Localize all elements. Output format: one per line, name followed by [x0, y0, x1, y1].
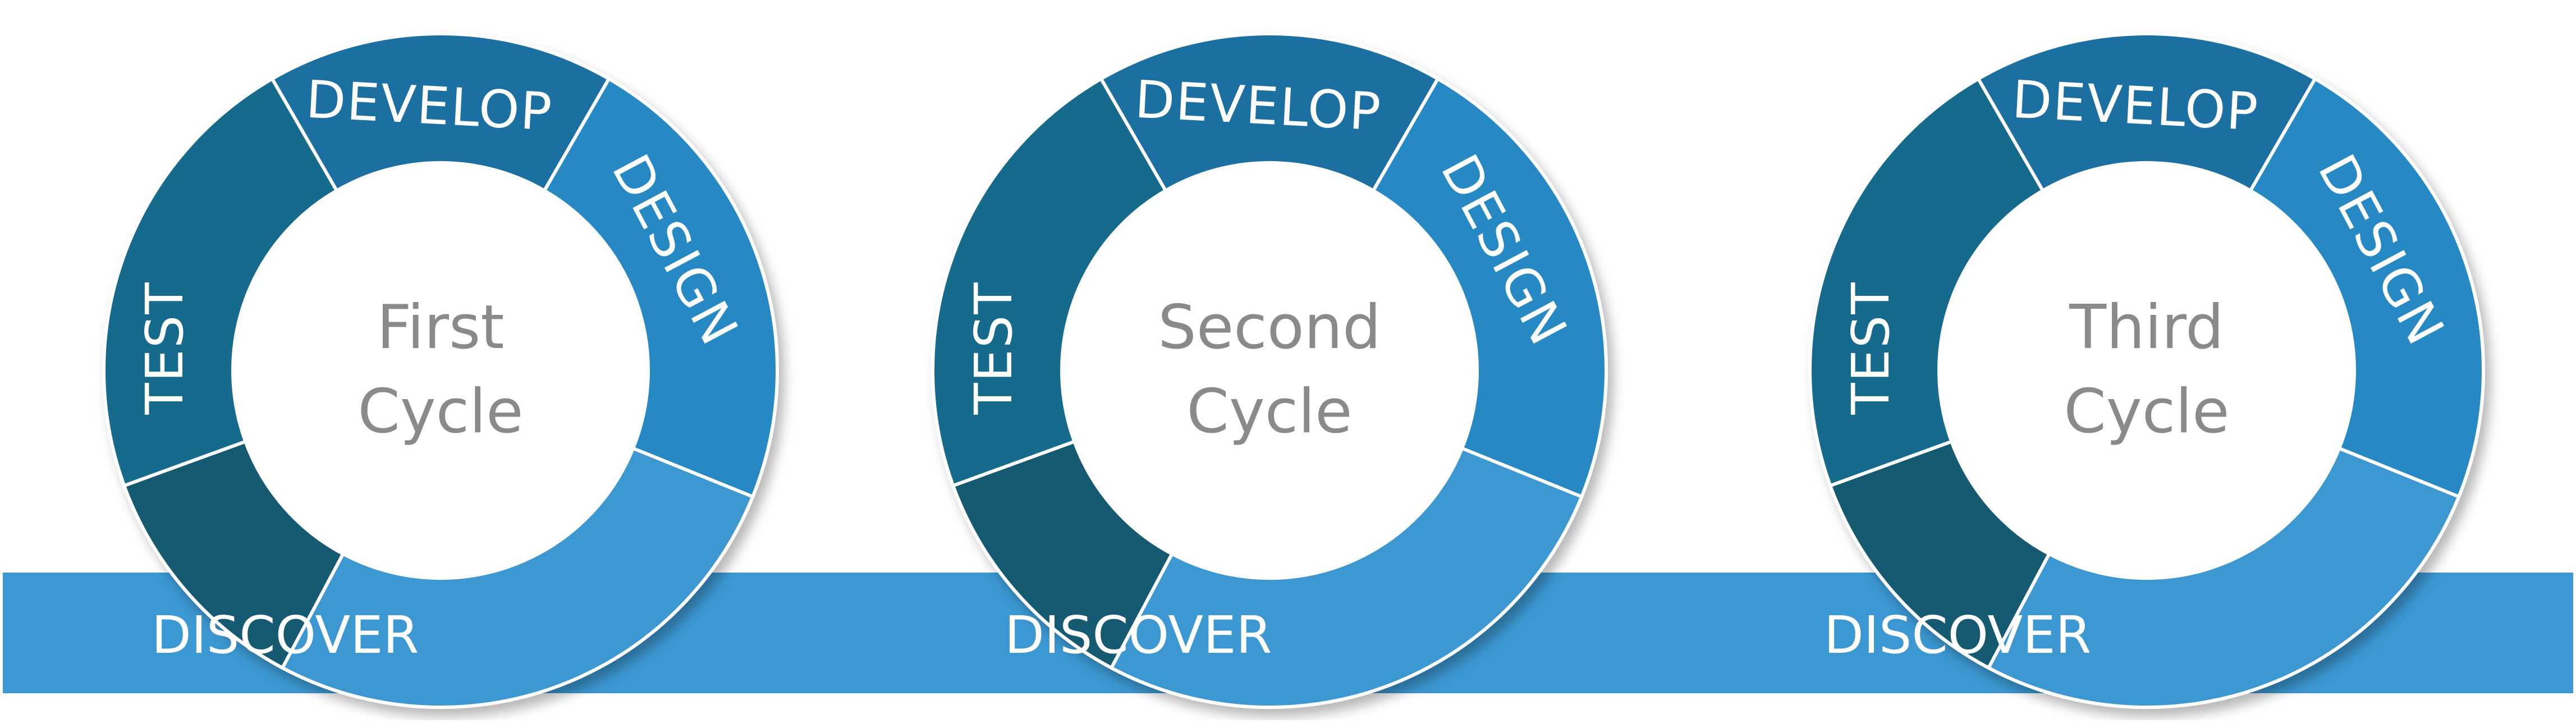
cycle-2: [931, 32, 1608, 709]
label-develop: DEVELOP: [2011, 70, 2261, 143]
label-test: TEST: [1841, 282, 1901, 415]
cycle-title-line2: Cycle: [2064, 377, 2229, 447]
segment-test-lower: [1828, 439, 2052, 670]
discover-label: DISCOVER: [152, 605, 419, 665]
label-test: TEST: [964, 282, 1024, 415]
segment-develop: [1975, 32, 2318, 193]
cycle-title-line2: Cycle: [357, 377, 523, 447]
discover-label: DISCOVER: [1824, 605, 2091, 665]
cycle-title-line1: Second: [1158, 292, 1381, 363]
center-disc: [1940, 164, 2353, 577]
center-disc: [234, 164, 647, 577]
label-test: TEST: [135, 282, 195, 415]
segment-develop: [269, 32, 612, 193]
center-disc: [1063, 164, 1476, 577]
label-develop: DEVELOP: [1134, 70, 1383, 143]
cycle-1: [102, 32, 779, 709]
segment-design: [542, 76, 779, 499]
segment-test-lower: [122, 439, 346, 670]
cycle-3: [1808, 32, 2485, 709]
label-develop: DEVELOP: [305, 70, 554, 143]
segment-test: [102, 76, 340, 488]
segment-test: [1808, 76, 2046, 488]
segment-design: [1370, 76, 1608, 499]
segment-develop: [1098, 32, 1441, 193]
cycle-title-line2: Cycle: [1186, 377, 1352, 447]
cycle-title-line1: First: [377, 292, 504, 363]
cycle-title-line1: Third: [2069, 292, 2224, 363]
discover-label: DISCOVER: [1005, 605, 1272, 665]
segment-design: [2248, 76, 2485, 499]
segment-test: [931, 76, 1168, 488]
segment-test-lower: [951, 439, 1175, 670]
